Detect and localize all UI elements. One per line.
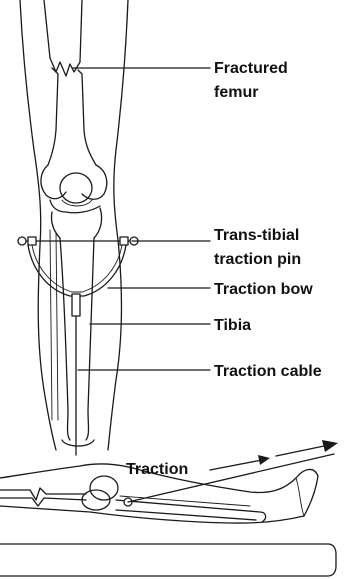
label-traction: Traction xyxy=(126,461,188,478)
label-pin-1: Trans-tibial xyxy=(214,227,299,244)
femur-bone xyxy=(41,0,107,199)
label-tibia: Tibia xyxy=(214,317,251,334)
label-fractured-femur-2: femur xyxy=(214,84,258,101)
tibia-bone xyxy=(60,238,70,440)
patella xyxy=(60,173,92,203)
knee-joint xyxy=(50,173,100,213)
fracture-line xyxy=(50,58,80,76)
label-traction-bow: Traction bow xyxy=(214,281,313,298)
label-fractured-femur-1: Fractured xyxy=(214,60,288,77)
fibula-bone xyxy=(50,230,52,420)
leader-lines xyxy=(72,68,210,370)
label-traction-cable: Traction cable xyxy=(214,363,322,380)
bed-mattress xyxy=(0,544,336,576)
traction-cable xyxy=(72,294,80,455)
trans-tibial-pin xyxy=(18,237,138,245)
label-pin-2: traction pin xyxy=(214,251,301,268)
